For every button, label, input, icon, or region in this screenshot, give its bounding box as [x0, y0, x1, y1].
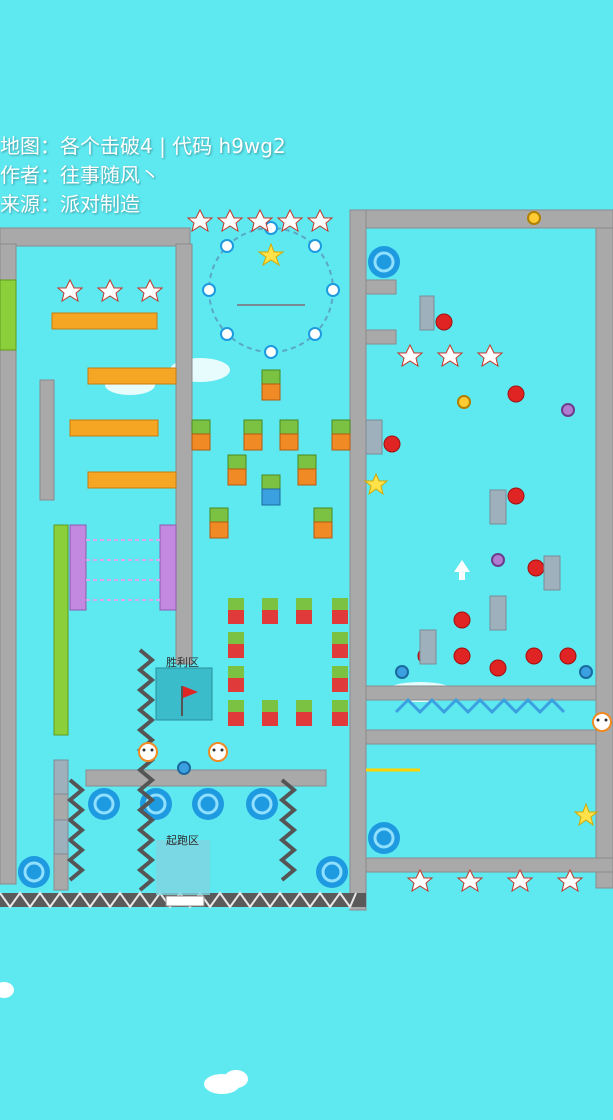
spike-ball-icon	[476, 343, 504, 368]
fox-character-icon	[208, 742, 228, 762]
spike-ball-icon	[136, 278, 164, 303]
gear-icon	[177, 761, 191, 775]
gear-icon	[579, 665, 593, 679]
swirl-portals	[18, 246, 400, 888]
cactus-enemy-icon	[332, 666, 348, 692]
checkpoint-label: 胜利区	[166, 655, 199, 669]
swirl-portal-icon	[368, 822, 400, 854]
gear-icon	[491, 553, 505, 567]
red-bomb-icon	[453, 647, 471, 665]
start-label: 起跑区	[166, 833, 199, 847]
gear-icon	[527, 211, 541, 225]
red-bomb-icon	[559, 647, 577, 665]
spike-ball-icon	[406, 868, 434, 893]
author-line: 作者：往事随风丶	[0, 163, 160, 187]
spike-ball-icon	[456, 868, 484, 893]
swirl-portal-icon	[192, 788, 224, 820]
cactus-enemy-icon	[228, 632, 244, 658]
red-bomb-icon	[435, 313, 453, 331]
spike-ball-icon	[186, 208, 214, 233]
red-flag-icon	[183, 686, 198, 698]
star-icon	[257, 242, 285, 267]
cactus-enemy-icon	[332, 700, 348, 726]
red-bomb-icon	[525, 647, 543, 665]
spike-ball-icon	[556, 868, 584, 893]
fence-row	[366, 697, 566, 772]
checkpoint-zone: 胜利区	[155, 655, 213, 721]
red-bomb-icon	[507, 487, 525, 505]
cactus-enemy-icon	[228, 598, 244, 624]
level-walls	[0, 209, 613, 911]
zigzag-hazard	[66, 648, 298, 892]
spike-ball-icon	[436, 343, 464, 368]
map-info-overlay: 地图：各个击破4 | 代码 h9wg2 作者：往事随风丶 来源：派对制造	[0, 132, 286, 219]
fox-character-icon	[138, 742, 158, 762]
map-title-line: 地图：各个击破4 | 代码 h9wg2	[0, 134, 286, 158]
cactus-enemy-icon	[228, 666, 244, 692]
cactus-enemy-icon	[279, 419, 299, 451]
swirl-portal-icon	[18, 856, 50, 888]
cactus-enemy-icon	[261, 369, 281, 401]
cactus-enemy-icon	[332, 632, 348, 658]
bombs	[383, 313, 577, 677]
gear-icon	[395, 665, 409, 679]
cactus-enemy-icon	[297, 454, 317, 486]
star-icon	[573, 802, 599, 827]
spike-ball-icon	[216, 208, 244, 233]
gear-icon	[457, 395, 471, 409]
red-bomb-icon	[383, 435, 401, 453]
cactus-enemy-icon	[227, 454, 247, 486]
cactus-enemy-icon	[331, 419, 351, 451]
swirl-portal-icon	[88, 788, 120, 820]
cactus-grid	[228, 598, 348, 726]
green-pipe	[53, 524, 69, 736]
purple-barriers	[69, 524, 177, 611]
orange-platforms	[51, 312, 177, 489]
swirl-portal-icon	[246, 788, 278, 820]
swirl-portal-icon	[368, 246, 400, 278]
cactus-enemy-icon	[262, 700, 278, 726]
source-line: 来源：派对制造	[0, 192, 140, 216]
spike-ball-icon	[306, 208, 334, 233]
cactus-enemy-icon	[262, 598, 278, 624]
cactus-enemy-icon	[261, 474, 281, 506]
fox-character-icon	[592, 712, 612, 732]
cactus-enemy-icon	[243, 419, 263, 451]
green-pipe	[0, 279, 17, 351]
cactus-enemy-icon	[191, 419, 211, 451]
spike-ball-icon	[96, 278, 124, 303]
spike-ball-icon	[246, 208, 274, 233]
cactus-enemy-icon	[296, 598, 312, 624]
cactus-enemy-icon	[313, 507, 333, 539]
spike-ball-icon	[506, 868, 534, 893]
cactus-enemy-group	[191, 369, 351, 539]
star-icon	[363, 472, 389, 496]
start-zone: 起跑区	[156, 833, 210, 907]
spike-ball-icon	[276, 208, 304, 233]
red-bomb-icon	[507, 385, 525, 403]
up-arrow-icon	[454, 560, 470, 580]
swirl-portal-icon	[316, 856, 348, 888]
rotating-ring	[202, 221, 340, 359]
spike-rows	[56, 208, 584, 893]
gear-icon	[561, 403, 575, 417]
cactus-enemy-icon	[228, 700, 244, 726]
spike-ball-icon	[56, 278, 84, 303]
cactus-enemy-icon	[209, 507, 229, 539]
gears	[177, 211, 593, 775]
cactus-enemy-icon	[332, 598, 348, 624]
spike-ball-icon	[396, 343, 424, 368]
pillars	[53, 295, 561, 855]
red-bomb-icon	[527, 559, 545, 577]
red-bomb-icon	[489, 659, 507, 677]
red-bomb-icon	[453, 611, 471, 629]
cactus-enemy-icon	[296, 700, 312, 726]
